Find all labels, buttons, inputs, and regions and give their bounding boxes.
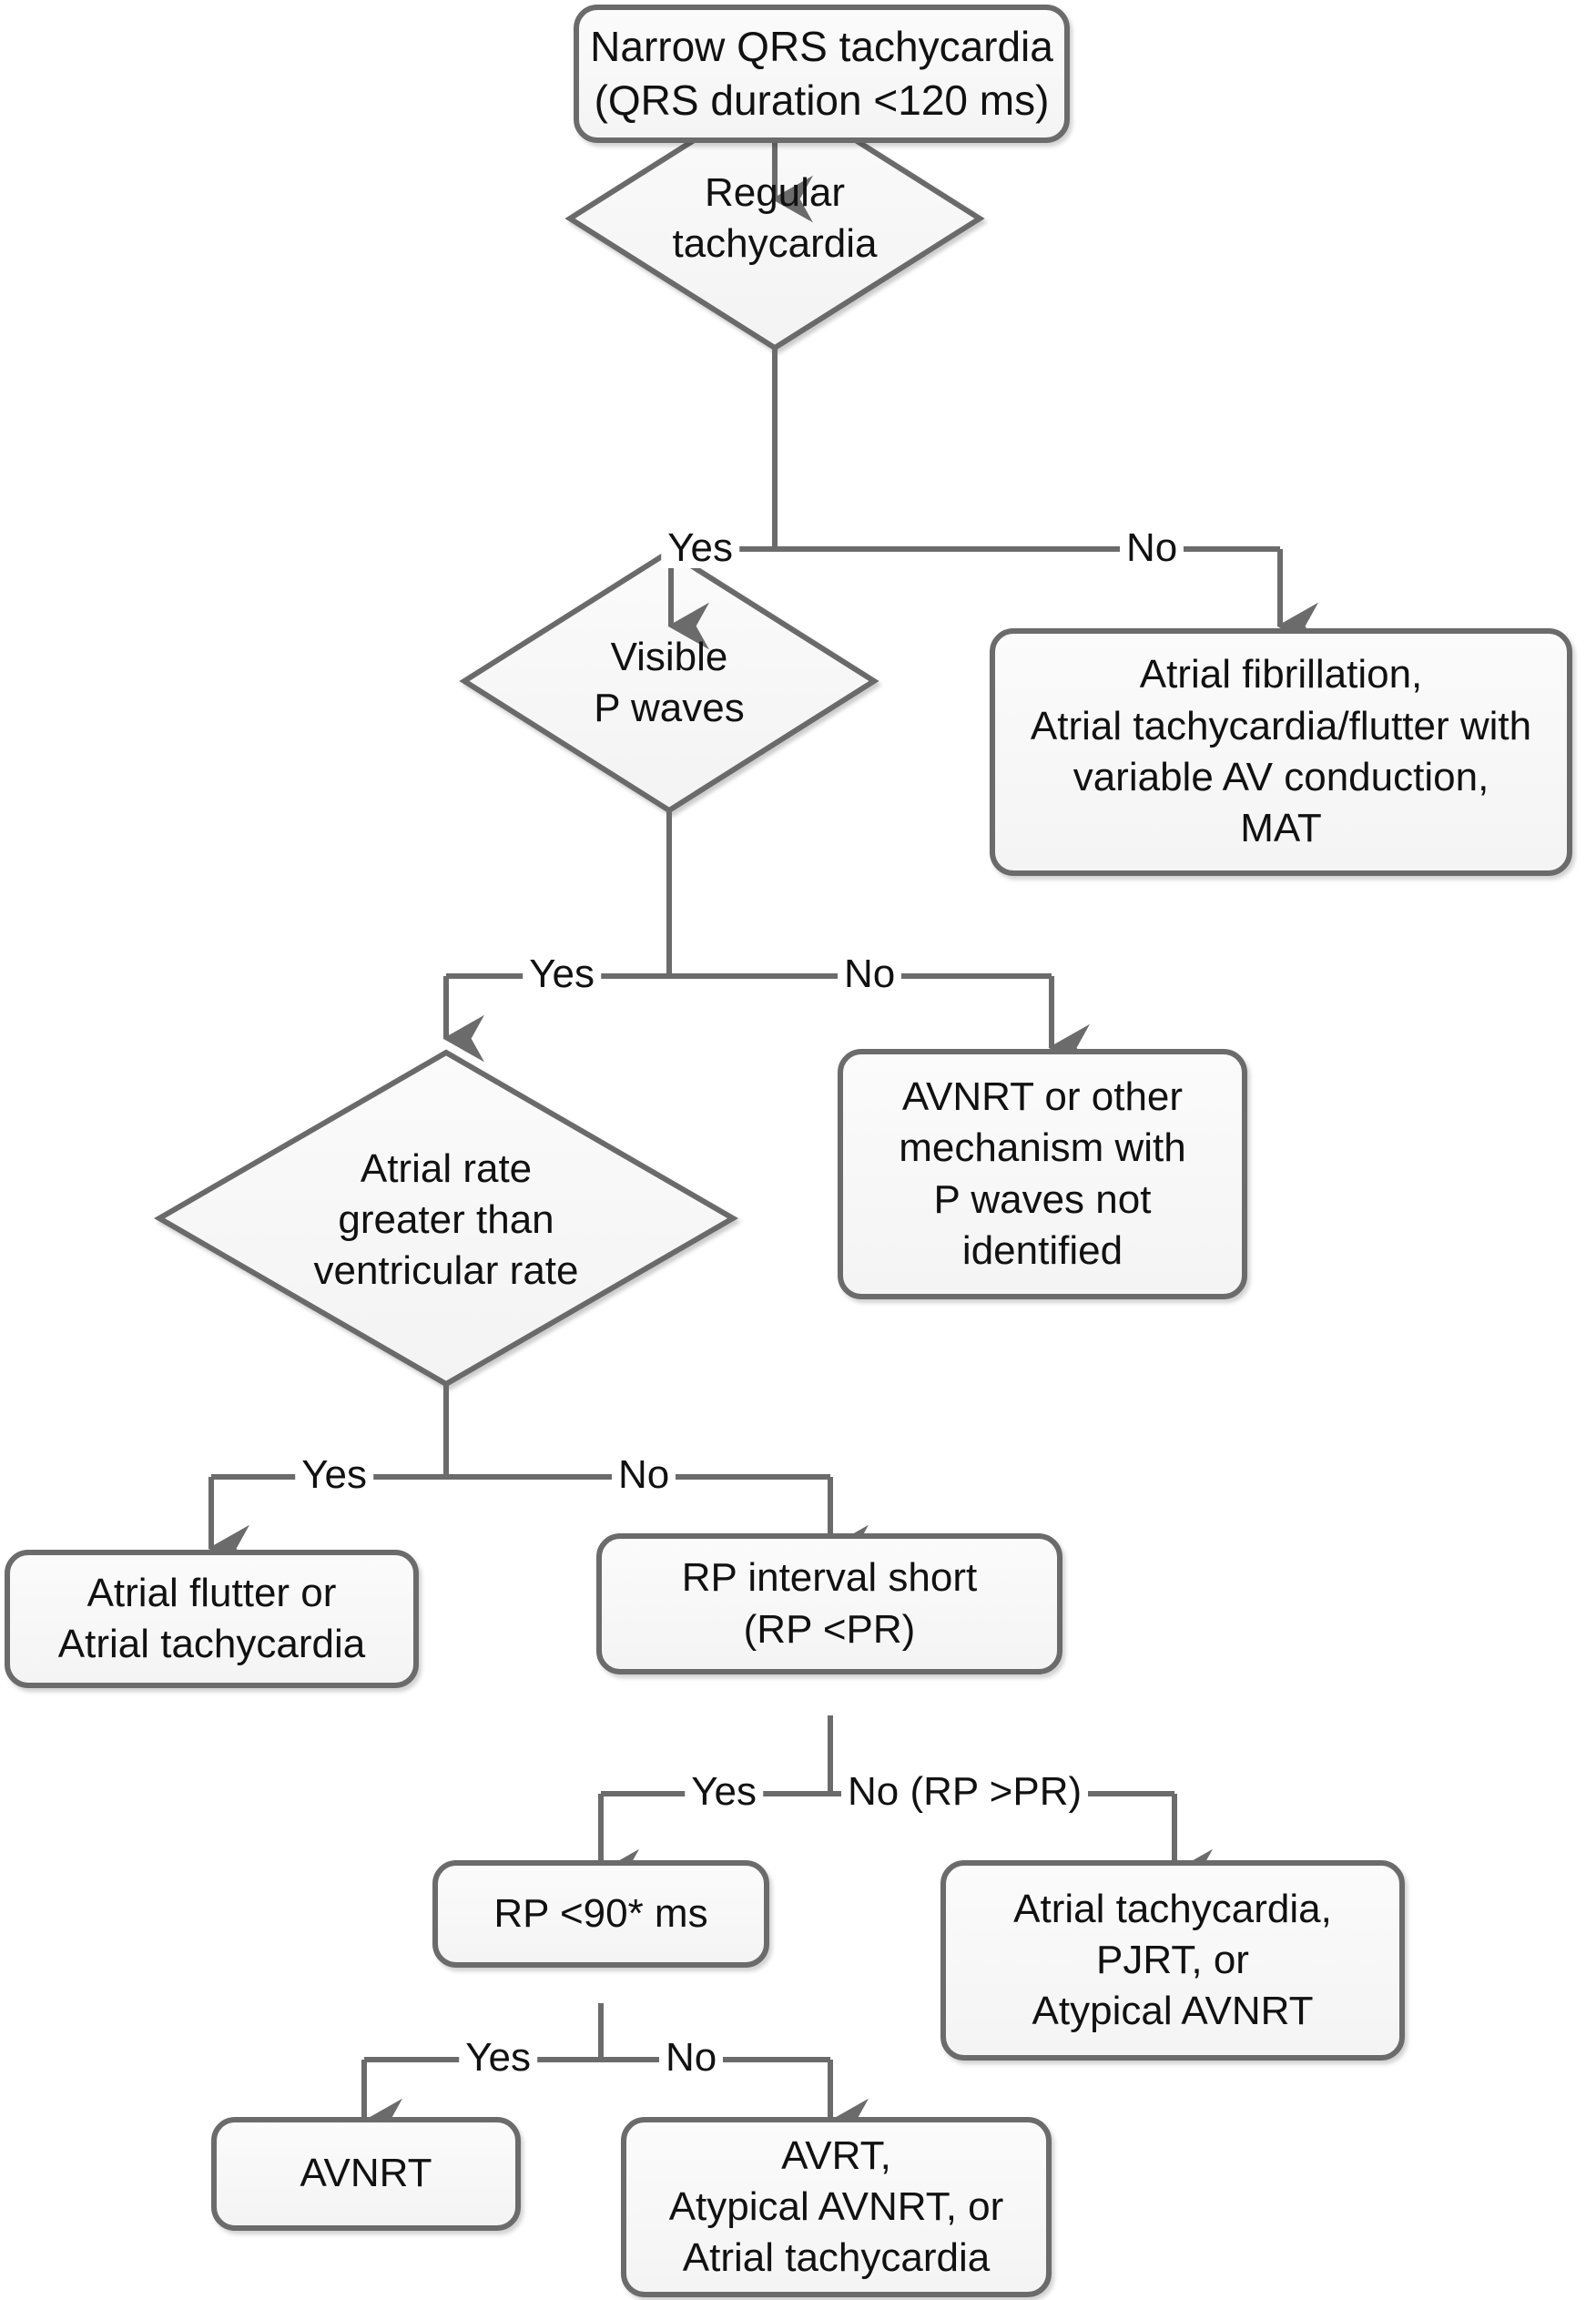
edge-label-regular-yes: Yes	[661, 528, 739, 568]
node-visible-p-waves[interactable]: Visible P waves	[546, 628, 792, 738]
node-rp-interval-short[interactable]: RP interval short (RP <PR)	[596, 1533, 1062, 1674]
edge-label-rp-yes: Yes	[685, 1772, 763, 1812]
node-narrow-qrs-tachycardia[interactable]: Narrow QRS tachycardia (QRS duration <12…	[574, 5, 1070, 143]
edge-label-pwaves-no: No	[838, 954, 902, 994]
node-avnrt-or-other-mechanism[interactable]: AVNRT or other mechanism with P waves no…	[838, 1049, 1247, 1299]
node-label: AVNRT or other mechanism with P waves no…	[899, 1074, 1186, 1273]
edge-label-rp90-no: No	[659, 2038, 724, 2078]
node-atrial-flutter-or-at[interactable]: Atrial flutter or Atrial tachycardia	[5, 1550, 419, 1688]
node-label: Atrial fibrillation, Atrial tachycardia/…	[1030, 652, 1532, 851]
node-label: Visible P waves	[594, 634, 745, 730]
node-regular-tachycardia[interactable]: Regular tachycardia	[643, 159, 907, 278]
node-label: AVRT, Atypical AVNRT, or Atrial tachycar…	[668, 2132, 1004, 2281]
edge-label-rate-no: No	[612, 1455, 676, 1495]
node-atrial-fibrillation-group[interactable]: Atrial fibrillation, Atrial tachycardia/…	[990, 628, 1572, 876]
edge-label-regular-no: No	[1120, 528, 1184, 568]
node-label: Atrial tachycardia, PJRT, or Atypical AV…	[1013, 1886, 1332, 2034]
node-avnrt[interactable]: AVNRT	[211, 2117, 521, 2231]
node-at-pjrt-atypical-avnrt[interactable]: Atrial tachycardia, PJRT, or Atypical AV…	[940, 1860, 1405, 2061]
edge-label-rp-no: No (RP >PR)	[841, 1772, 1089, 1812]
node-avrt-atypical-avnrt-at[interactable]: AVRT, Atypical AVNRT, or Atrial tachycar…	[621, 2117, 1052, 2297]
edge-label-pwaves-yes: Yes	[523, 954, 601, 994]
node-label: AVNRT	[300, 2151, 432, 2196]
node-label: Atrial flutter or Atrial tachycardia	[57, 1570, 366, 1666]
node-label: RP <90* ms	[493, 1890, 708, 1936]
node-label: Regular tachycardia	[672, 169, 878, 266]
edge-label-rp90-yes: Yes	[459, 2038, 537, 2078]
node-rp-less-than-90ms[interactable]: RP <90* ms	[432, 1860, 769, 1968]
node-atrial-rate-greater[interactable]: Atrial rate greater than ventricular rat…	[264, 1138, 628, 1302]
node-label: Narrow QRS tachycardia (QRS duration <12…	[590, 23, 1053, 124]
node-label: RP interval short (RP <PR)	[681, 1555, 978, 1652]
edge-label-rate-yes: Yes	[295, 1455, 373, 1495]
node-label: Atrial rate greater than ventricular rat…	[313, 1145, 579, 1294]
